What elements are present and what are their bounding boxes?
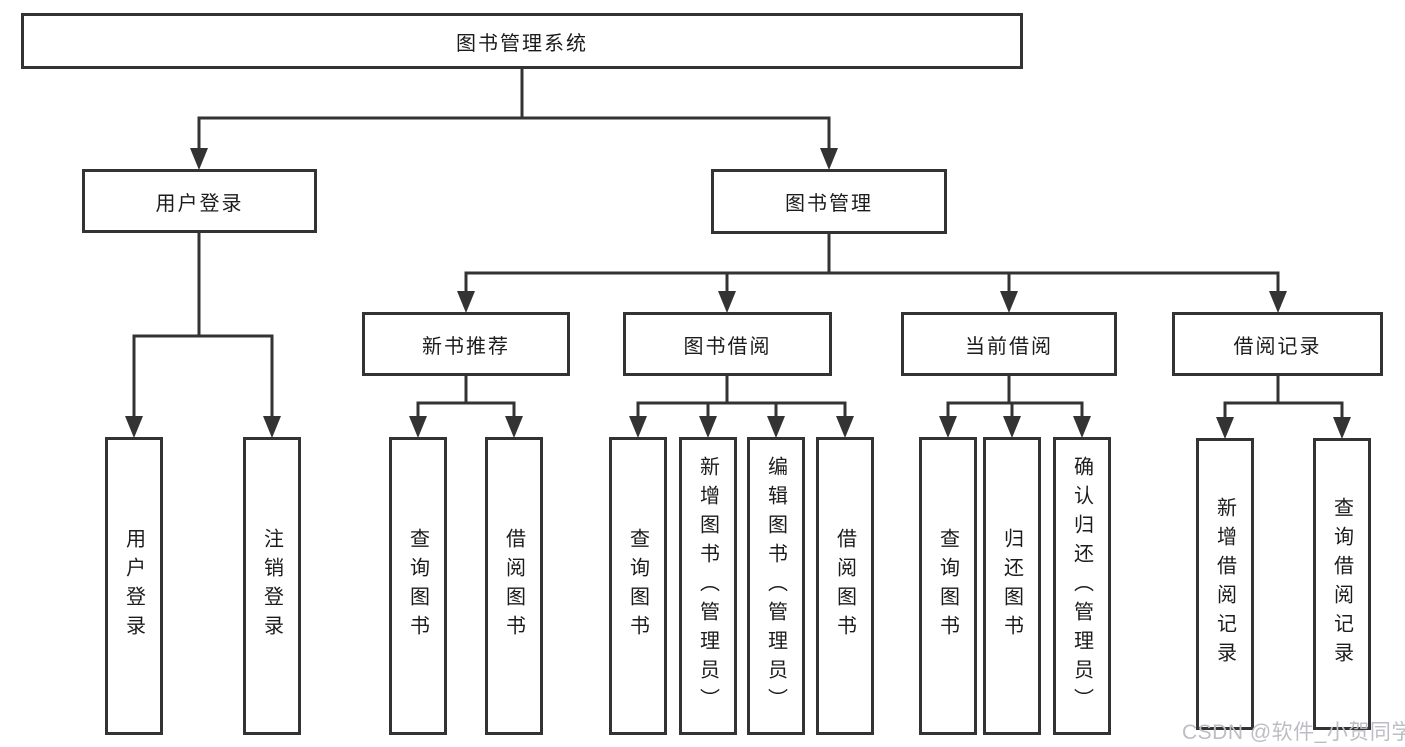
leaf-label: 归还图书	[1000, 528, 1023, 644]
node-book-management: 图书管理	[711, 169, 947, 234]
node-book-borrowing: 图书借阅	[623, 312, 832, 376]
leaf-label: 借阅图书	[833, 528, 856, 644]
node-label: 图书管理系统	[456, 32, 588, 55]
leaf-edit-books-admin: 编辑图书（管理员）	[747, 437, 805, 735]
leaf-new-books-borrow-books: 借阅图书	[485, 437, 543, 735]
leaf-current-query-books: 查询图书	[919, 437, 977, 735]
leaf-label: 新增图书（管理员）	[696, 455, 719, 717]
leaf-label: 注销登录	[260, 528, 283, 644]
leaf-user-login: 用户登录	[105, 437, 163, 735]
leaf-label: 编辑图书（管理员）	[764, 455, 787, 717]
leaf-label: 新增借阅记录	[1213, 497, 1236, 671]
node-label: 图书管理	[785, 193, 873, 215]
leaf-label: 查询图书	[626, 528, 649, 644]
node-label: 当前借阅	[965, 335, 1053, 358]
node-current-borrowing: 当前借阅	[901, 312, 1117, 376]
node-label: 图书借阅	[683, 335, 772, 358]
node-user-login: 用户登录	[82, 169, 317, 233]
leaf-confirm-return-admin: 确认归还（管理员）	[1053, 437, 1111, 735]
leaf-new-books-query-books: 查询图书	[389, 437, 447, 735]
node-borrowing-records: 借阅记录	[1172, 312, 1383, 376]
leaf-logout: 注销登录	[243, 437, 301, 735]
leaf-label: 查询图书	[406, 528, 429, 644]
csdn-watermark: CSDN @软件_小贺同学	[1182, 721, 1405, 744]
node-label: 新书推荐	[422, 335, 510, 358]
leaf-return-books: 归还图书	[983, 437, 1041, 735]
leaf-add-books-admin: 新增图书（管理员）	[679, 437, 737, 735]
leaf-label: 用户登录	[122, 528, 145, 644]
leaf-label: 确认归还（管理员）	[1070, 455, 1093, 717]
leaf-label: 查询图书	[936, 528, 959, 644]
leaf-label: 查询借阅记录	[1330, 497, 1353, 671]
leaf-borrow-query-books: 查询图书	[609, 437, 667, 735]
node-label: 用户登录	[155, 192, 244, 215]
leaf-query-borrow-record: 查询借阅记录	[1313, 438, 1371, 730]
leaf-borrow-books: 借阅图书	[816, 437, 874, 735]
node-label: 借阅记录	[1233, 335, 1322, 358]
node-book-management-system: 图书管理系统	[21, 13, 1023, 69]
leaf-label: 借阅图书	[502, 528, 525, 644]
node-new-book-recommendation: 新书推荐	[362, 312, 570, 376]
leaf-add-borrow-record: 新增借阅记录	[1196, 438, 1254, 730]
